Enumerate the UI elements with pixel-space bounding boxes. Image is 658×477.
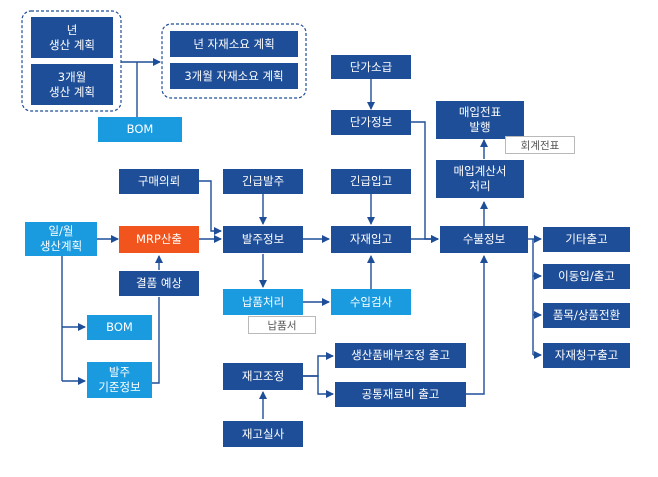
annual-material-plan-node: 년 자재소요 계획 <box>170 31 298 57</box>
delivery-note-tag: 납품서 <box>248 316 316 334</box>
other-issue-node: 기타출고 <box>543 227 630 252</box>
order-info-node: 발주정보 <box>223 226 303 253</box>
material-request-issue-node: 자재청구출고 <box>543 343 630 368</box>
unit-price-quote-node: 단가소급 <box>331 55 411 79</box>
accounting-slip-tag: 회계전표 <box>505 136 575 154</box>
plan-group-frame <box>21 10 122 112</box>
receipt-payment-info-node: 수불정보 <box>440 226 528 253</box>
unit-price-info-node: 단가정보 <box>331 110 411 135</box>
connector-adjustment-to-production-issue <box>303 352 334 377</box>
bom-node-mid: BOM <box>87 315 152 340</box>
urgent-receipt-node: 긴급입고 <box>331 169 411 194</box>
daily-monthly-plan-node: 일/월 생산계획 <box>25 222 97 256</box>
transfer-node: 이동입/출고 <box>543 264 630 289</box>
mrp-calc-node: MRP산출 <box>119 226 199 253</box>
purchase-slip-node: 매입전표 발행 <box>436 101 524 139</box>
production-issue-node: 생산품배부조정 출고 <box>335 343 466 368</box>
material-plan-group-frame <box>161 23 307 99</box>
quarterly-material-plan-node: 3개월 자재소요 계획 <box>170 63 298 89</box>
connector-request-to-order <box>199 180 222 235</box>
stock-count-node: 재고실사 <box>223 421 303 447</box>
material-receipt-node: 자재입고 <box>331 226 411 253</box>
bom-node-top: BOM <box>98 117 182 142</box>
common-material-issue-node: 공통재료비 출고 <box>335 382 466 407</box>
item-conversion-node: 품목/상품전환 <box>543 303 630 328</box>
urgent-order-node: 긴급발주 <box>223 169 303 194</box>
order-standard-node: 발주 기준정보 <box>87 362 152 398</box>
connector-standard-to-shortage <box>152 297 160 384</box>
annual-plan-node: 년 생산 계획 <box>31 17 113 58</box>
purchase-request-node: 구매의뢰 <box>119 169 199 194</box>
connector-issue-to-info <box>466 255 488 395</box>
connector-price-info-to-receipt-info <box>410 121 439 243</box>
shortage-forecast-node: 결품 예상 <box>119 271 199 296</box>
purchase-calc-node: 매입계산서 처리 <box>436 160 524 198</box>
delivery-processing-node: 납품처리 <box>223 289 303 315</box>
inventory-adjustment-node: 재고조정 <box>223 363 303 390</box>
quarterly-plan-node: 3개월 생산 계획 <box>31 64 113 105</box>
incoming-inspection-node: 수입검사 <box>331 289 411 315</box>
connector-adjustment-to-common-issue <box>303 375 334 398</box>
